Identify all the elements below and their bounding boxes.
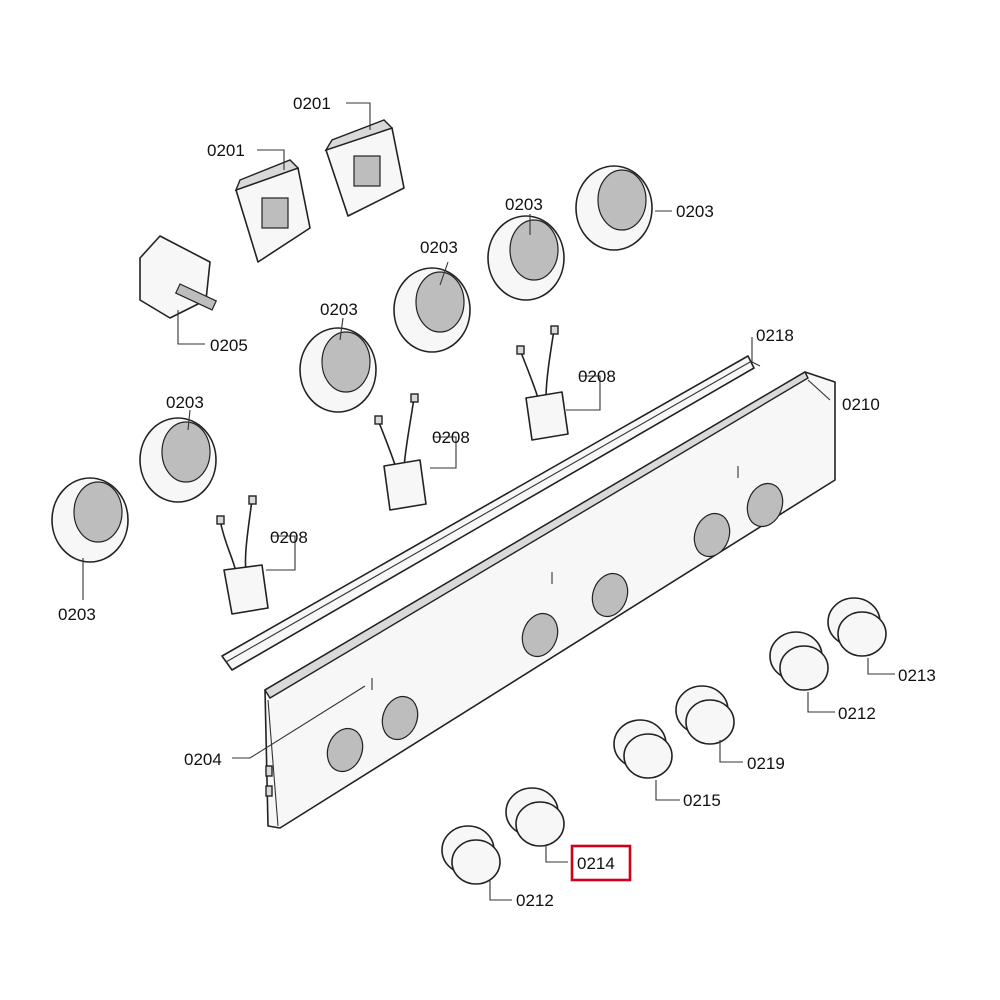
callout-label: 0203 xyxy=(166,393,204,412)
callout-label: 0203 xyxy=(420,238,458,257)
callout-label: 0208 xyxy=(578,367,616,386)
callout-label: 0201 xyxy=(293,94,331,113)
callout-label: 0212 xyxy=(516,891,554,910)
panel-hole xyxy=(326,727,364,773)
callout-label: 0203 xyxy=(58,605,96,624)
callout-label: 0204 xyxy=(184,750,222,769)
knob-holder xyxy=(139,417,217,503)
callout-label: 0219 xyxy=(747,754,785,773)
callout-label: 0210 xyxy=(842,395,880,414)
callout-label: 0208 xyxy=(270,528,308,547)
switch-module xyxy=(216,495,269,615)
panel-hole xyxy=(746,482,784,528)
callout-label: 0205 xyxy=(210,336,248,355)
switch-module xyxy=(374,393,427,511)
control-knob xyxy=(827,597,887,657)
thermostat-unit xyxy=(234,159,311,263)
panel-hole xyxy=(381,695,419,741)
callout-label: 0203 xyxy=(320,300,358,319)
highlight-box xyxy=(570,844,632,882)
control-knob xyxy=(613,719,673,779)
callout-label: 0203 xyxy=(505,195,543,214)
callout-label: 0203 xyxy=(676,202,714,221)
trim-strip xyxy=(221,355,755,671)
control-knob xyxy=(441,825,501,885)
callout-label: 0201 xyxy=(207,141,245,160)
callout-label: 0218 xyxy=(756,326,794,345)
knob-holder xyxy=(575,165,653,251)
callout-label-highlighted: 0214 xyxy=(577,854,615,873)
knob-holder xyxy=(393,267,471,353)
knob-holder xyxy=(487,215,565,301)
control-knob xyxy=(675,685,735,745)
switch-unit xyxy=(139,235,218,319)
callout-label: 0208 xyxy=(432,428,470,447)
control-knob xyxy=(769,631,829,691)
callout-label: 0215 xyxy=(683,791,721,810)
control-knob xyxy=(505,787,565,847)
panel-hole xyxy=(521,612,559,658)
callout-label: 0213 xyxy=(898,666,936,685)
thermostat-unit xyxy=(324,119,405,217)
switch-module xyxy=(516,325,569,441)
knob-holder xyxy=(299,327,377,413)
panel-hole xyxy=(693,512,731,558)
control-panel xyxy=(264,371,836,829)
leader-lines xyxy=(82,102,895,901)
callout-label: 0212 xyxy=(838,704,876,723)
panel-hole xyxy=(591,572,629,618)
knob-holder xyxy=(51,477,129,563)
